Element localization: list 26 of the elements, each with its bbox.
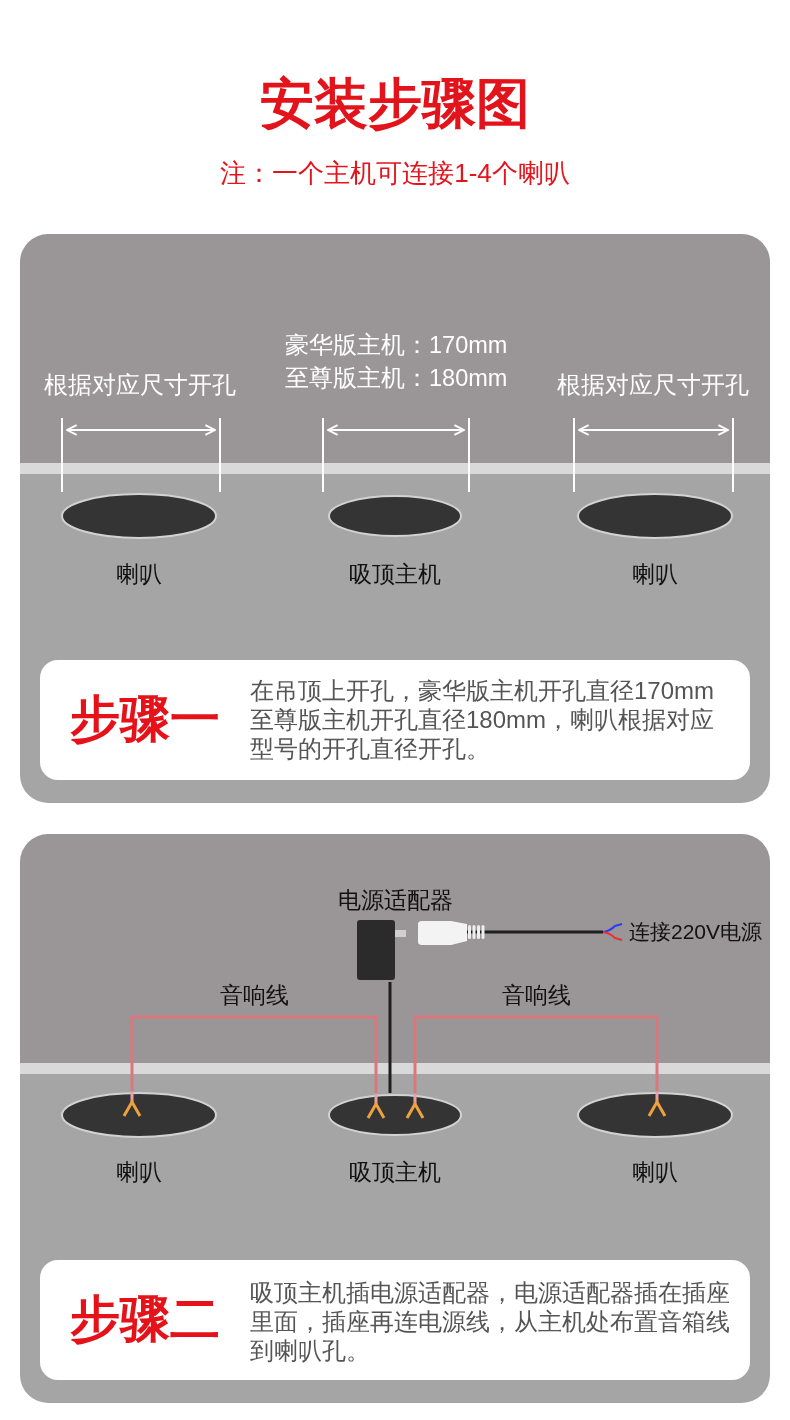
note-text: 注：一个主机可连接1-4个喇叭 bbox=[220, 156, 570, 190]
dimension-label: 豪华版主机：170mm bbox=[285, 330, 508, 360]
speaker-wire bbox=[130, 1015, 378, 1093]
title: 安装步骤图 bbox=[260, 72, 530, 135]
dimension-label: 根据对应尺寸开孔 bbox=[44, 370, 236, 400]
step-box bbox=[40, 1260, 750, 1380]
hole-label: 吸顶主机 bbox=[349, 560, 441, 589]
step-heading: 步骤一 bbox=[70, 690, 220, 749]
hole-label: 喇叭 bbox=[116, 560, 162, 589]
speaker-wire bbox=[413, 1015, 659, 1093]
ceiling-panel bbox=[20, 834, 770, 1403]
step-box bbox=[40, 660, 750, 780]
ceiling-panel bbox=[20, 234, 770, 803]
dimension-label: 根据对应尺寸开孔 bbox=[557, 370, 749, 400]
step-description: 在吊顶上开孔，豪华版主机开孔直径170mm至尊版主机开孔直径180mm，喇叭根据对应型号的开孔直径开孔。 bbox=[250, 676, 716, 763]
step-description: 吸顶主机插电源适配器，电源适配器插在插座里面，插座再连电源线，从主机处布置音箱线到喇叭孔。 bbox=[250, 1278, 731, 1365]
hole-label: 喇叭 bbox=[632, 560, 678, 589]
dimension-label: 至尊版主机：180mm bbox=[285, 363, 508, 393]
hole-label: 喇叭 bbox=[632, 1158, 678, 1187]
hole-label: 喇叭 bbox=[116, 1158, 162, 1187]
component-label: 电源适配器 bbox=[337, 886, 453, 914]
hole-label: 吸顶主机 bbox=[349, 1158, 441, 1187]
power-cable bbox=[490, 930, 603, 934]
power-cable bbox=[388, 982, 392, 1093]
power-label: 连接220V电源 bbox=[629, 919, 763, 945]
step-heading: 步骤二 bbox=[70, 1290, 220, 1349]
